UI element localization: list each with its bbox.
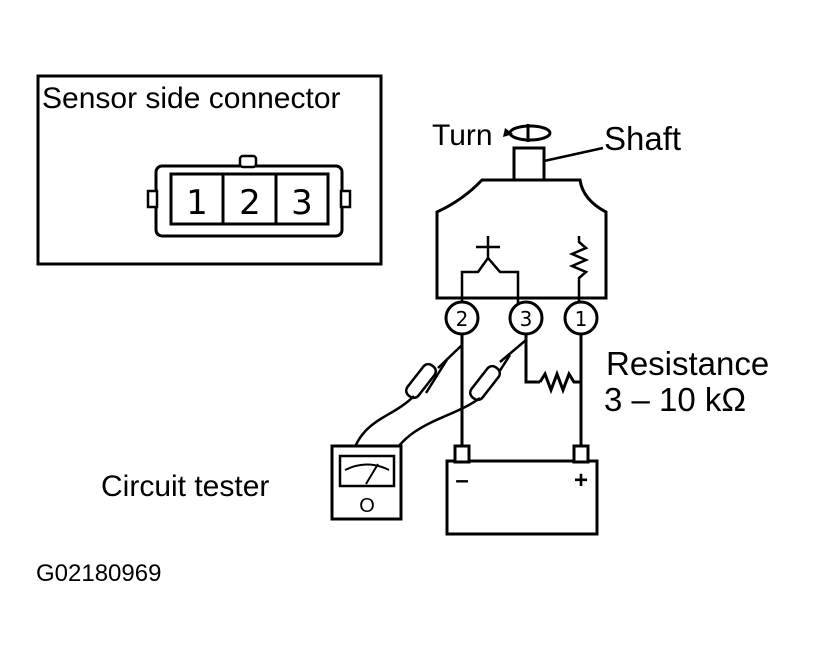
connector-inset-frame: [36, 74, 383, 266]
external-resistor: [538, 369, 581, 395]
turn-label: Turn: [432, 119, 493, 152]
connector-left-tab: [146, 189, 159, 209]
tester-needle: [365, 463, 379, 485]
connector-pin-label: 3: [291, 183, 313, 223]
sensor-terminals: 2 3 1: [444, 300, 599, 336]
wiring: [460, 334, 583, 446]
connector-title: Sensor side connector: [42, 82, 341, 115]
circuit-tester-label: Circuit tester: [101, 470, 269, 503]
battery-body: [445, 459, 599, 536]
test-leads: [348, 339, 527, 463]
connector-pin-label: 2: [239, 183, 261, 223]
sensor-shaft: [512, 146, 546, 182]
terminal-label: 3: [520, 307, 533, 331]
resistance-value: 3 – 10 kΩ: [604, 381, 746, 418]
connector-latch: [238, 154, 258, 169]
connector-inset: Sensor side connector 1 2 3: [36, 74, 383, 266]
terminal-label: 2: [456, 307, 469, 331]
battery-negative-post: [453, 444, 471, 464]
connector-right-tab: [339, 189, 352, 209]
connector-pin-label: 1: [186, 183, 208, 223]
battery-positive-sign: +: [574, 467, 588, 494]
figure-code: G02180969: [36, 560, 161, 587]
connector-body: 1 2 3: [146, 154, 352, 238]
internal-circuit: [460, 236, 590, 304]
shaft-leader-line: [534, 146, 604, 165]
battery-positive-post: [572, 444, 590, 464]
battery: – +: [445, 444, 599, 536]
rotation-arrow-icon: [503, 124, 552, 142]
wire: [524, 334, 540, 384]
battery-negative-sign: –: [455, 467, 468, 494]
tester-scale: [344, 463, 390, 471]
tester-dial-mark: O: [359, 495, 375, 517]
connector-inner: [169, 172, 330, 226]
shaft-label: Shaft: [604, 120, 681, 157]
terminal-label: 1: [575, 307, 588, 331]
sensor: Turn Shaft 2 3 1: [432, 119, 681, 336]
circuit-tester: O Circuit tester: [101, 444, 403, 521]
resistance-label: Resistance: [606, 345, 769, 382]
